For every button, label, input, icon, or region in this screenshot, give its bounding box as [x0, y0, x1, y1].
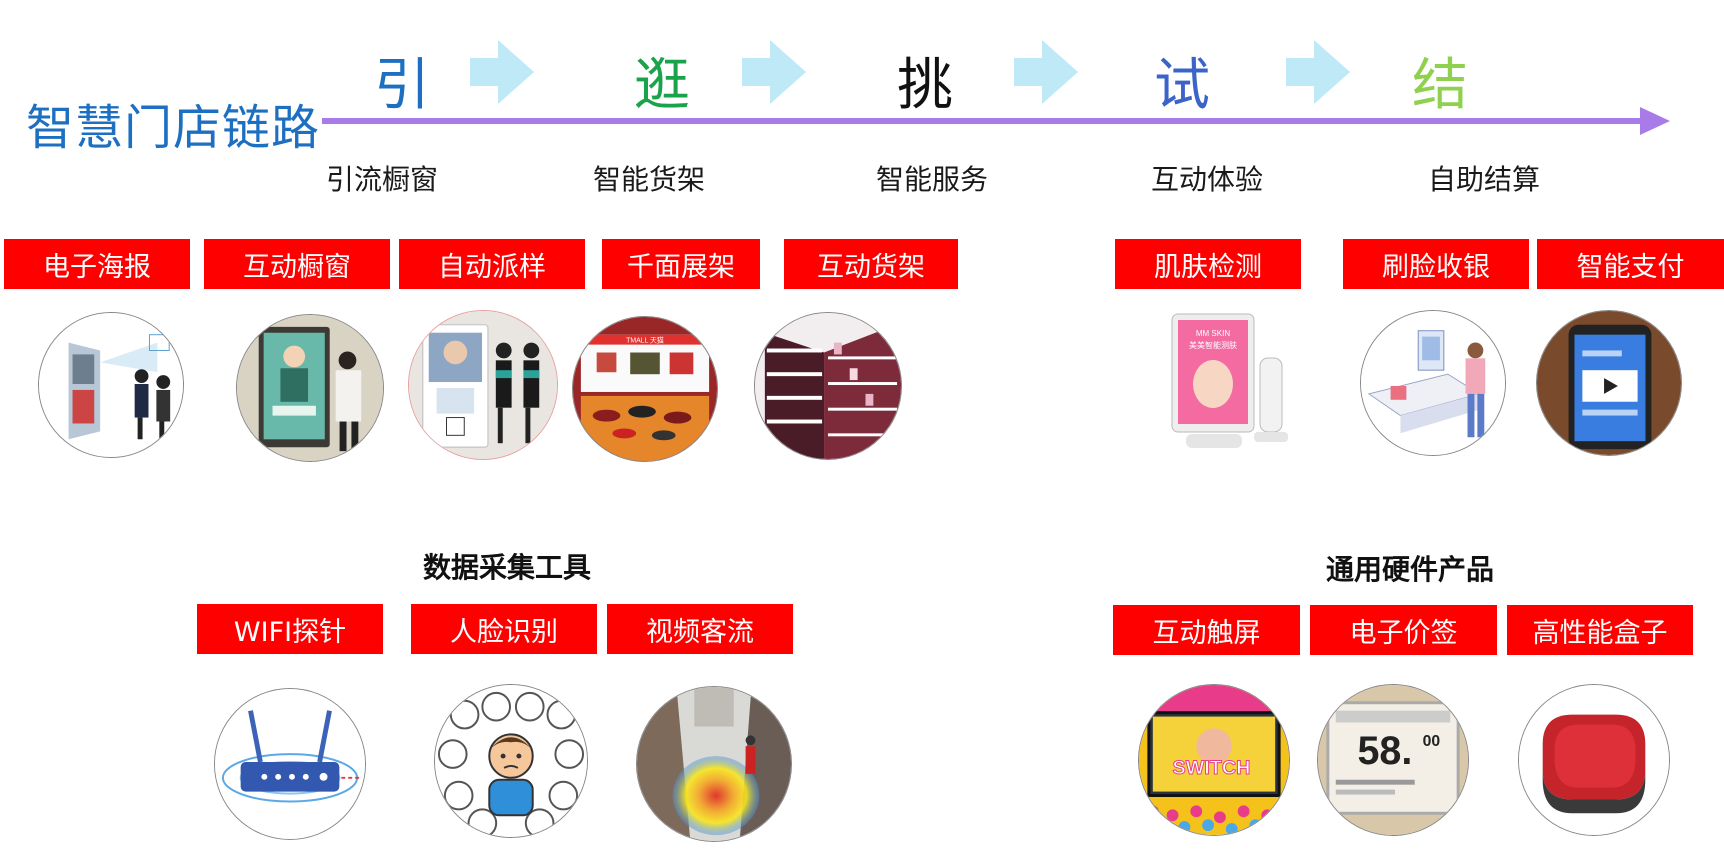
chevron-right-icon: [742, 40, 806, 104]
tag-wifi-probe: WIFI探针: [197, 604, 383, 654]
hardware-products-title: 通用硬件产品: [1326, 553, 1495, 586]
wifi-router-image: [214, 688, 366, 840]
timeline-arrow-head: [1640, 107, 1670, 135]
data-collection-title: 数据采集工具: [423, 551, 592, 584]
stage-label-pick: 智能服务: [875, 163, 988, 196]
tag-smart-payment: 智能支付: [1537, 239, 1724, 289]
chevron-right-icon: [1286, 40, 1350, 104]
stage-label-browse: 智能货架: [592, 163, 705, 196]
stage-label-try: 互动体验: [1150, 163, 1263, 196]
interactive-window-image: [236, 314, 384, 462]
tag-high-performance-box: 高性能盒子: [1507, 605, 1693, 655]
chevron-right-icon: [1014, 40, 1078, 104]
interactive-touchscreen-image: SWITCH: [1138, 684, 1290, 836]
tag-multi-face-shelf: 千面展架: [602, 239, 760, 289]
smart-payment-image: [1536, 310, 1682, 456]
tmall-sign-text: TMALL 天猫: [626, 336, 664, 345]
auto-sampling-image: [408, 310, 558, 460]
e-poster-image: [38, 312, 184, 458]
multi-face-shelf-image: TMALL 天猫: [572, 316, 718, 462]
tag-interactive-touchscreen: 互动触屏: [1113, 605, 1300, 655]
stage-char-attract: 引: [374, 53, 430, 118]
mm-skin-brand-text: MM SKIN: [1196, 329, 1230, 338]
tag-face-pay-checkout: 刷脸收银: [1343, 239, 1529, 289]
tag-video-traffic: 视频客流: [607, 604, 793, 654]
interactive-shelf-image: [754, 312, 902, 460]
face-pay-checkout-image: [1360, 310, 1506, 456]
timeline-arrow-line: [322, 118, 1644, 124]
stage-label-checkout: 自助结算: [1427, 163, 1540, 196]
mm-skin-tagline-text: 美美智能测肤: [1189, 340, 1237, 350]
skin-detection-image: MM SKIN 美美智能测肤: [1156, 306, 1296, 462]
chevron-right-icon: [470, 40, 534, 104]
stage-char-checkout: 结: [1412, 53, 1468, 118]
price-value-text: 58.: [1357, 729, 1412, 773]
stage-char-pick: 挑: [897, 53, 953, 118]
tag-e-poster: 电子海报: [4, 239, 190, 289]
tag-auto-sampling: 自动派样: [399, 239, 585, 289]
stage-label-attract: 引流橱窗: [325, 163, 438, 196]
tag-interactive-window: 互动橱窗: [204, 239, 390, 289]
page-title: 智慧门店链路: [26, 100, 321, 156]
tag-e-price-label: 电子价签: [1310, 605, 1497, 655]
high-performance-box-image: [1518, 684, 1670, 836]
video-traffic-heatmap-image: [636, 686, 792, 842]
switch-sign-text: SWITCH: [1173, 757, 1251, 779]
price-decimal-text: 00: [1423, 733, 1441, 750]
e-price-label-image: 58. 00: [1317, 684, 1469, 836]
stage-char-browse: 逛: [634, 53, 690, 118]
face-recognition-image: [434, 684, 588, 838]
tag-skin-detection: 肌肤检测: [1115, 239, 1301, 289]
stage-char-try: 试: [1154, 53, 1210, 118]
tag-interactive-shelf: 互动货架: [784, 239, 958, 289]
tag-face-recognition: 人脸识别: [411, 604, 597, 654]
